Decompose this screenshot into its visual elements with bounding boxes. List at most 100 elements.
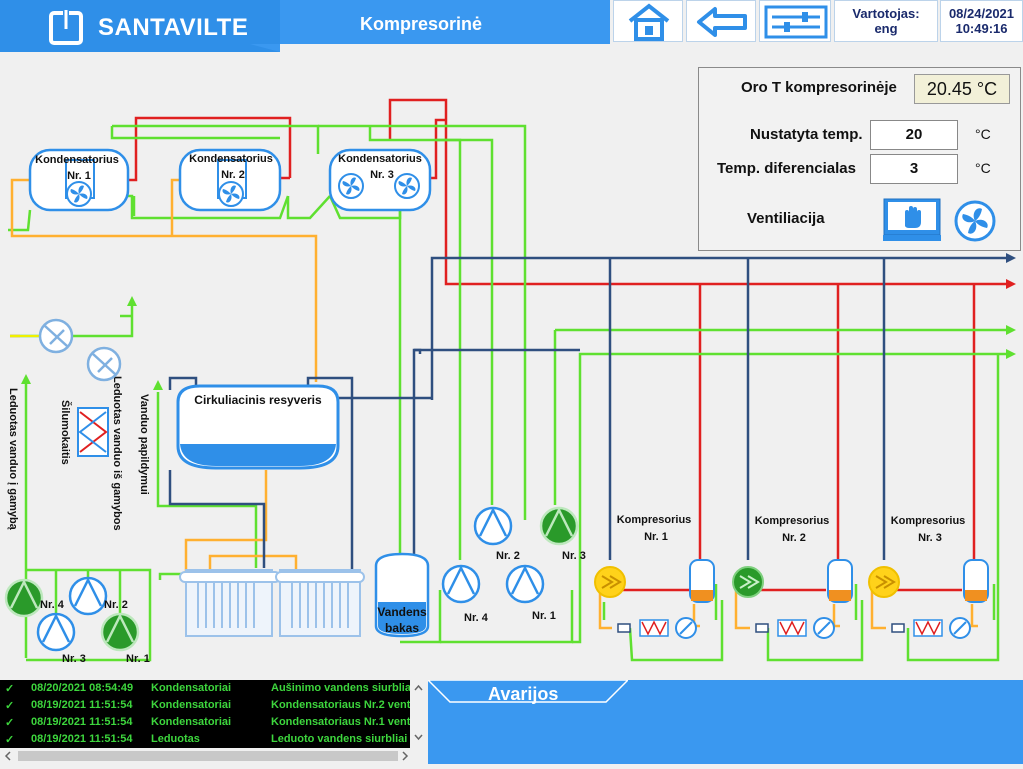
log-text: Kondensatoriaus Nr.1 ventiliatoriai — [271, 716, 410, 728]
log-horizontal-scrollbar[interactable] — [0, 748, 427, 764]
alarm-tab[interactable] — [428, 680, 628, 706]
red-pipe-arrow — [1006, 279, 1016, 289]
sliders-icon — [764, 5, 828, 39]
top-bar: SANTAVILTE Kompresorinė Vartotojas: eng … — [0, 0, 1023, 52]
set-temp-label: Nustatyta temp. — [750, 126, 863, 143]
condenser-fan-icon — [66, 181, 92, 207]
ice-water-out-label: Leduotas vanduo iš gamybos — [111, 376, 123, 531]
condenser-3-label: Kondensatorius — [338, 153, 422, 165]
ice-loop-pump-a[interactable] — [38, 318, 74, 354]
tank-label-2: bakas — [385, 621, 419, 635]
condenser-1-label: Kondensatorius — [35, 154, 119, 166]
condenser-fan-icon — [394, 173, 420, 199]
condenser-fan-icon — [338, 173, 364, 199]
process-diagram: Kondensatorius Nr. 1 Kondensatorius Nr. … — [4, 98, 1016, 665]
log-date: 08/19/2021 11:51:54 — [31, 733, 133, 745]
page-title: Kompresorinė — [360, 14, 483, 34]
ice-water-arrow — [21, 374, 31, 384]
alarm-log[interactable]: ✓ 08/20/2021 08:54:49 Kondensatoriai Auš… — [0, 680, 410, 748]
condenser-pump-1[interactable] — [505, 564, 545, 604]
hand-on-monitor-icon — [883, 198, 941, 241]
log-row[interactable]: ✓ 08/19/2021 11:51:54 Kondensatoriai Kon… — [0, 697, 410, 714]
green-pipe-arrow-2 — [1006, 349, 1016, 359]
tank-label-1: Vandens — [377, 605, 427, 619]
liquid-refrigerant-pipes — [10, 178, 978, 630]
condenser-3[interactable] — [328, 148, 432, 212]
ice-pump-2[interactable] — [68, 576, 108, 616]
user-name: eng — [874, 21, 898, 36]
evaporator-1[interactable] — [179, 569, 281, 637]
condenser-1-number: Nr. 1 — [67, 170, 91, 182]
compressor-unit-2[interactable] — [732, 559, 853, 639]
current-time: 10:49:16 — [955, 21, 1008, 36]
ice-pump-2-label: Nr. 2 — [104, 599, 128, 611]
navy-pipe-arrow — [1006, 253, 1016, 263]
air-temp-label: Oro T kompresorinėje — [741, 79, 897, 96]
log-row[interactable]: ✓ 08/19/2021 11:51:54 Leduotas Leduoto v… — [0, 731, 410, 748]
current-date: 08/24/2021 — [948, 6, 1015, 21]
alarm-panel-title: Avarijos — [488, 684, 559, 704]
log-text: Kondensatoriaus Nr.2 ventiliatoriai — [271, 699, 410, 711]
ventilation-control-panel: Oro T kompresorinėje 20.45 °C Nustatyta … — [698, 67, 1021, 251]
check-icon: ✓ — [5, 717, 15, 729]
compressor-3-number: Nr. 3 — [918, 532, 942, 544]
condenser-1[interactable] — [28, 148, 130, 212]
check-icon: ✓ — [5, 683, 15, 695]
evaporator-2[interactable] — [275, 569, 365, 637]
circulation-receiver[interactable] — [176, 384, 340, 470]
ice-pump-4[interactable] — [4, 578, 44, 618]
compressor-1-label: Kompresorius — [617, 514, 692, 526]
ice-pump-4-label: Nr. 4 — [40, 599, 65, 611]
condenser-2[interactable] — [178, 148, 282, 212]
set-temp-input[interactable]: 20 — [870, 120, 958, 150]
user-label: Vartotojas: — [852, 6, 920, 21]
ice-pump-3[interactable] — [36, 612, 76, 652]
title-banner — [250, 0, 610, 52]
back-arrow-icon — [697, 7, 747, 37]
log-vertical-scrollbar[interactable] — [410, 680, 427, 748]
user-box[interactable]: Vartotojas: eng — [834, 0, 938, 42]
ice-water-in-label: Leduotas vanduo į gamybą — [7, 388, 19, 531]
condenser-pump-4[interactable] — [441, 564, 481, 604]
water-tank[interactable] — [374, 552, 430, 638]
temp-diff-input[interactable]: 3 — [870, 154, 958, 184]
condenser-fan-icon — [218, 181, 244, 207]
log-group: Kondensatoriai — [151, 682, 232, 694]
log-group: Kondensatoriai — [151, 699, 232, 711]
receiver-label: Cirkuliacinis resyveris — [194, 393, 322, 407]
settings-button[interactable] — [759, 0, 831, 42]
log-text: Aušinimo vandens siurbliai — [271, 682, 410, 694]
condenser-pump-2[interactable] — [473, 506, 513, 546]
back-button[interactable] — [686, 0, 756, 42]
datetime-box: 08/24/2021 10:49:16 — [940, 0, 1023, 42]
ice-loop-pump-b[interactable] — [86, 346, 122, 382]
condenser-2-number: Nr. 2 — [221, 169, 245, 181]
ventilation-fan-status — [953, 199, 997, 243]
compressor-2-number: Nr. 2 — [782, 532, 806, 544]
log-group: Leduotas — [151, 733, 200, 745]
condenser-pump-3[interactable] — [539, 506, 579, 546]
ice-water-return-arrow — [127, 296, 137, 306]
log-row[interactable]: ✓ 08/20/2021 08:54:49 Kondensatoriai Auš… — [0, 680, 410, 697]
fan-icon — [954, 200, 996, 242]
log-date: 08/20/2021 08:54:49 — [31, 682, 134, 694]
ice-pump-1[interactable] — [100, 612, 140, 652]
condenser-pump-2-label: Nr. 2 — [496, 550, 520, 562]
ice-pump-3-label: Nr. 3 — [62, 653, 86, 665]
compressor-2-label: Kompresorius — [755, 515, 830, 527]
compressor-unit-3[interactable] — [868, 559, 989, 639]
air-temp-value: 20.45 °C — [914, 74, 1010, 104]
condenser-pump-4-label: Nr. 4 — [464, 612, 489, 624]
condenser-3-number: Nr. 3 — [370, 169, 394, 181]
ventilation-manual-button[interactable] — [883, 198, 941, 242]
green-pipe-arrow-1 — [1006, 325, 1016, 335]
heat-exchanger-label: Šilumokaitis — [59, 400, 72, 465]
temp-diff-label: Temp. diferencialas — [717, 160, 856, 177]
log-row[interactable]: ✓ 08/19/2021 11:51:54 Kondensatoriai Kon… — [0, 714, 410, 731]
check-icon: ✓ — [5, 734, 15, 746]
compressor-unit-1[interactable] — [594, 559, 715, 639]
condenser-pump-3-label: Nr. 3 — [562, 550, 586, 562]
brand-area — [0, 0, 280, 52]
heat-exchanger[interactable] — [77, 407, 109, 457]
home-button[interactable] — [613, 0, 683, 42]
